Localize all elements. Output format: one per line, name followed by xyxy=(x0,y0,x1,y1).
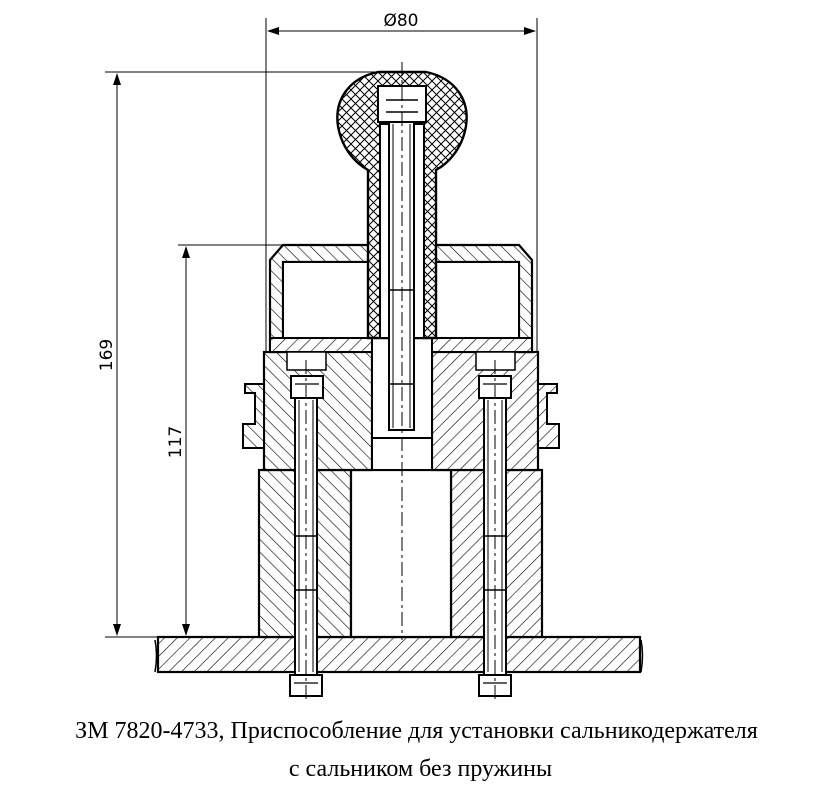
dimension-diameter: Ø80 xyxy=(265,11,538,352)
caption-line-2: с сальником без пружины xyxy=(288,756,553,782)
diameter-label: Ø80 xyxy=(383,11,418,31)
height-total-label: 169 xyxy=(97,339,117,371)
base-plate xyxy=(154,635,644,674)
center-lines xyxy=(305,62,496,700)
right-screw xyxy=(475,351,516,697)
caption-line-1: ЗМ 7820-4733, Приспособление для установ… xyxy=(75,718,758,744)
height-inner-label: 117 xyxy=(166,426,186,458)
dimension-height-inner: 117 xyxy=(166,244,283,636)
dimension-height-total: 169 xyxy=(97,71,378,638)
